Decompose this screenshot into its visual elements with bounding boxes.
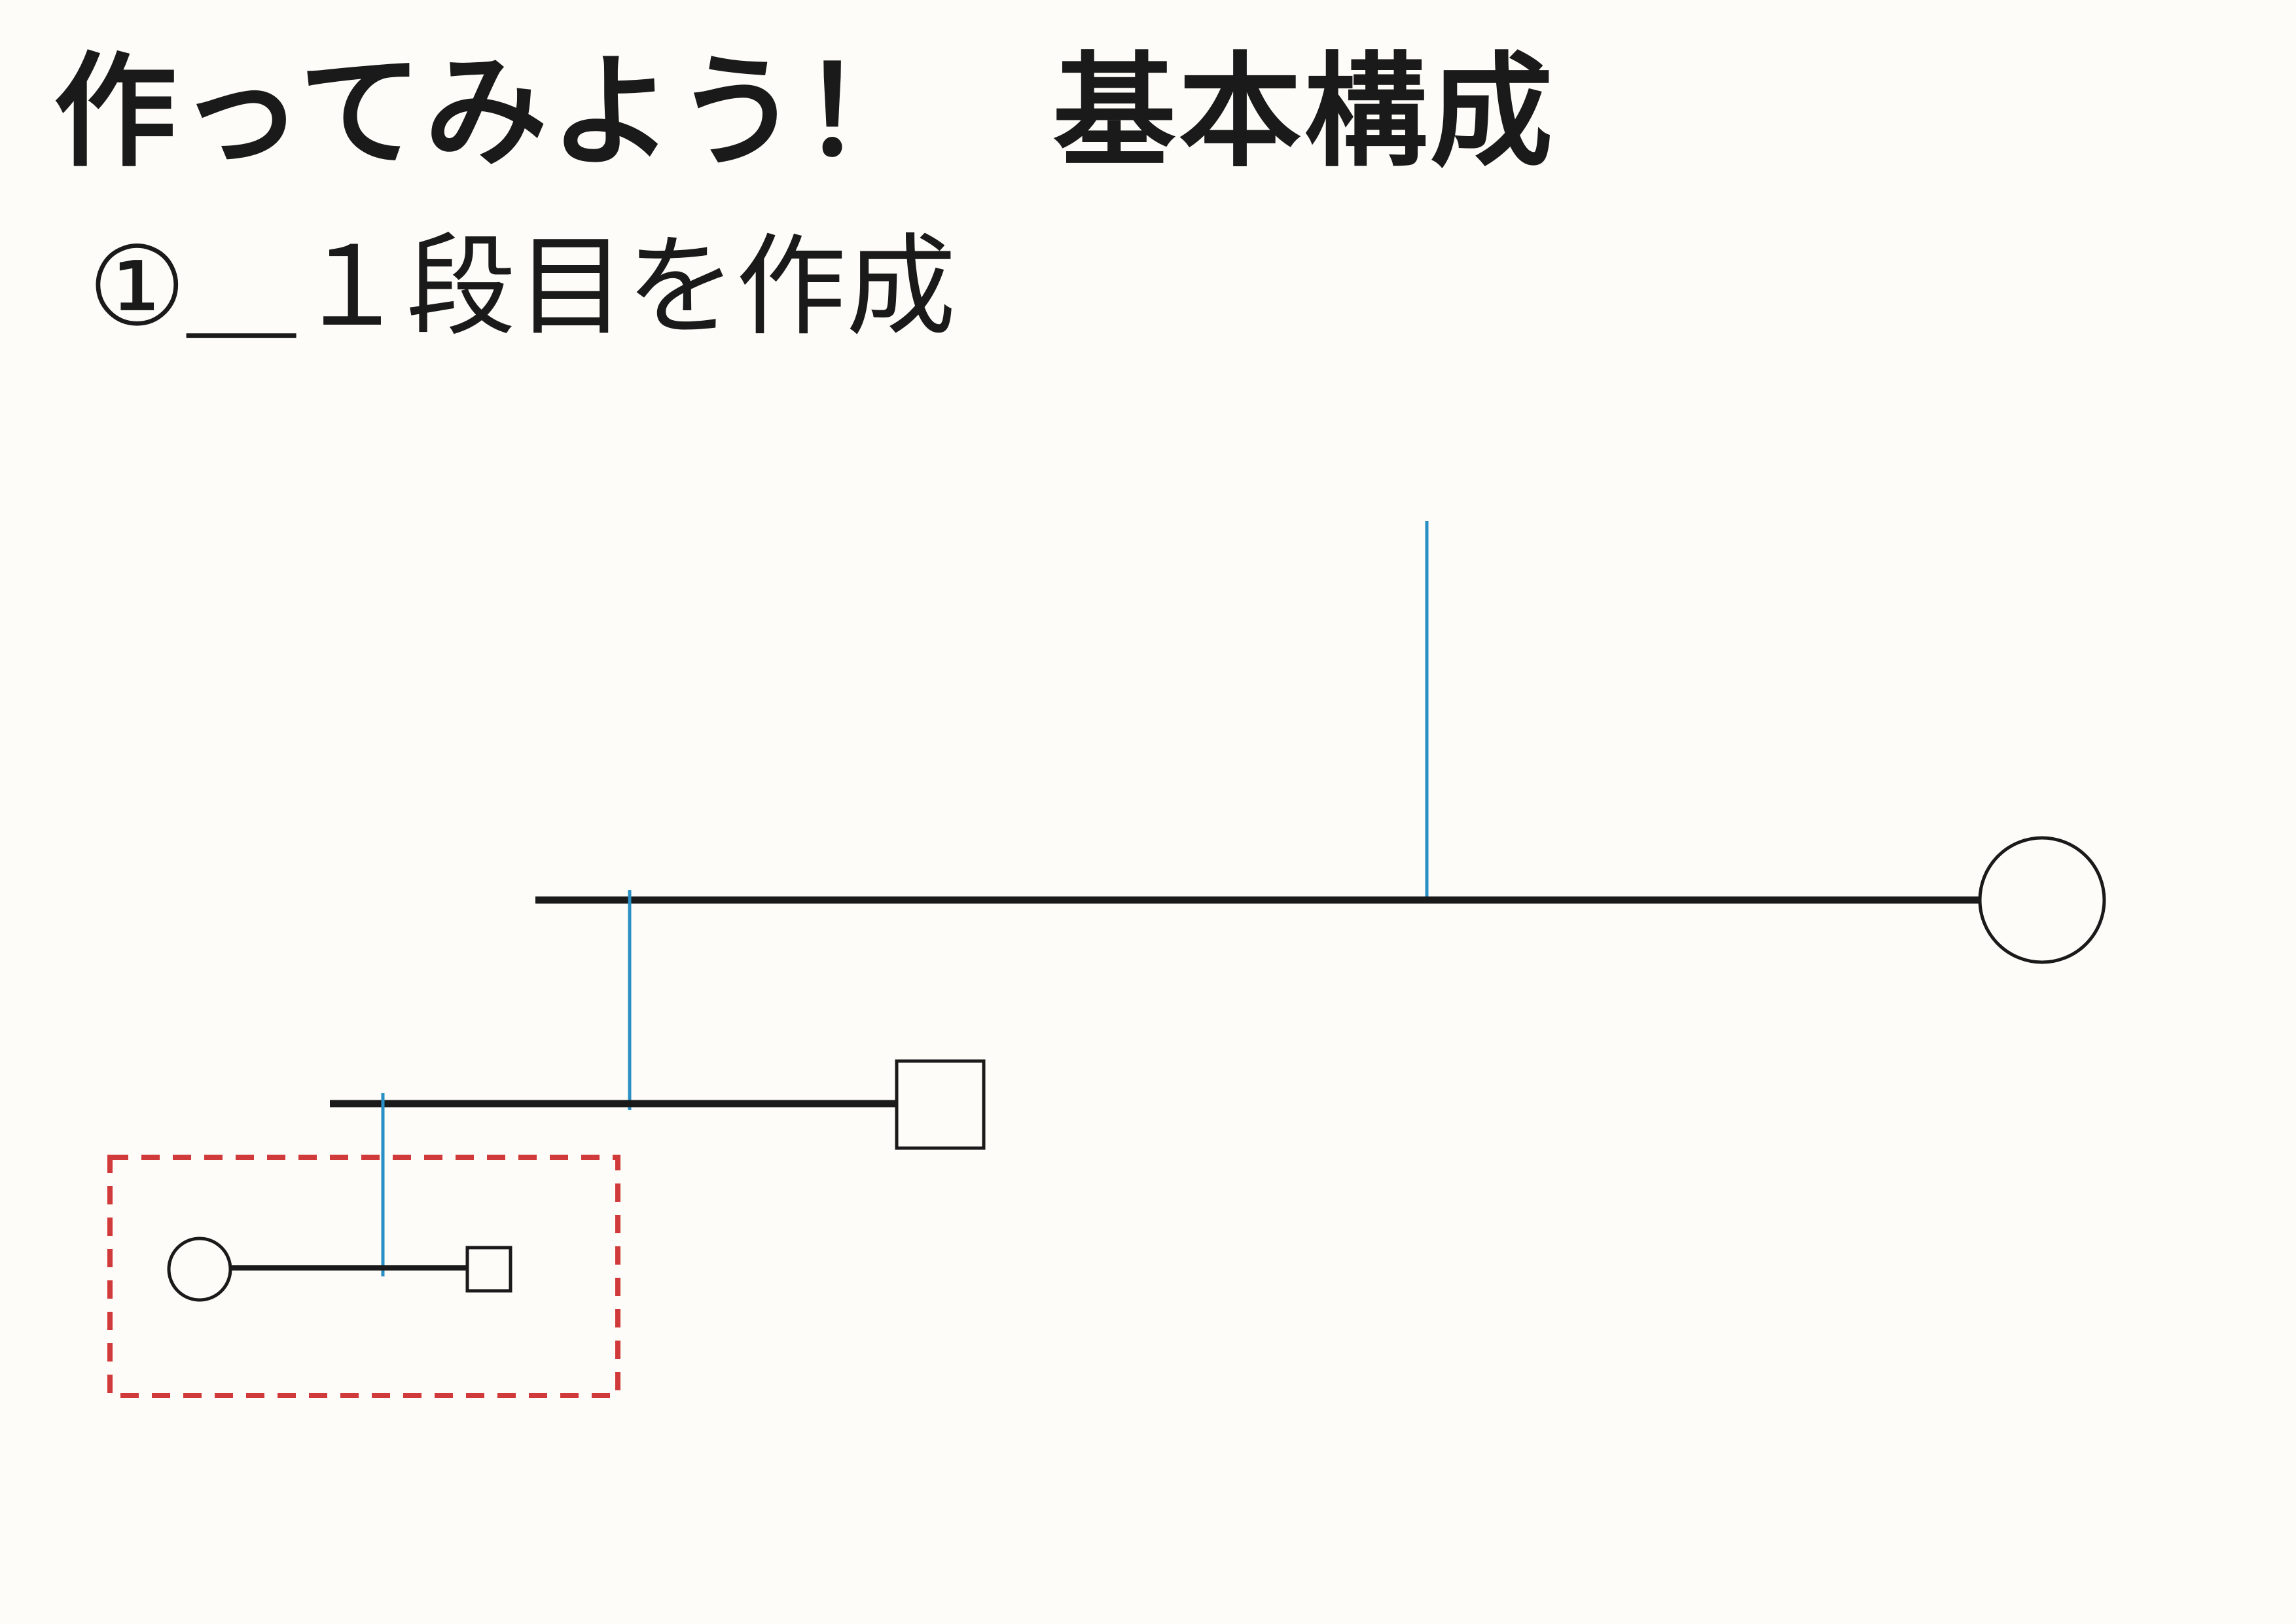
page-title: 作ってみよう！ 基本構成: [54, 41, 1556, 184]
small-circle-weight: [167, 1236, 232, 1302]
highlight-box-step-1: [107, 1155, 620, 1398]
large-circle-weight: [1978, 836, 2106, 964]
small-square-weight: [465, 1246, 512, 1293]
step-subtitle: ①＿１段目を作成: [88, 223, 956, 351]
large-square-weight: [895, 1059, 986, 1150]
